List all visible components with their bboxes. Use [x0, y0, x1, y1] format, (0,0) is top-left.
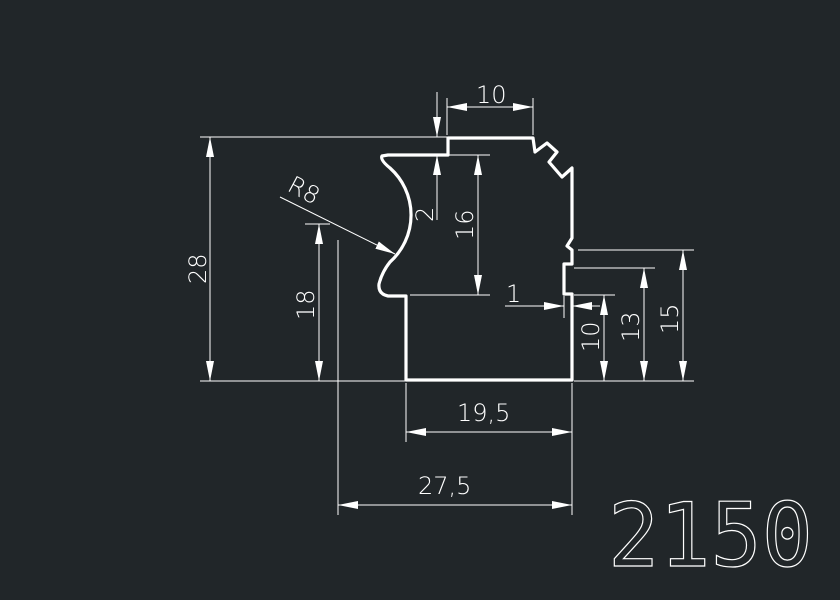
dim-label-gap: 1 — [506, 280, 521, 308]
dim-label-left-height: 18 — [292, 289, 320, 320]
dim-label-right-mid: 13 — [617, 311, 645, 342]
dim-label-top-width: 10 — [476, 81, 507, 109]
dim-label-total-width: 27,5 — [418, 472, 471, 500]
dim-label-step: 2 — [411, 207, 439, 222]
dim-label-radius: R8 — [283, 171, 324, 211]
dim-line-radius — [279, 196, 396, 255]
part-number: 2150 — [608, 484, 813, 587]
dim-label-right-low: 10 — [577, 321, 605, 352]
dim-label-inner-height: 16 — [451, 209, 479, 240]
profile-outline — [377, 136, 574, 382]
dim-label-right-high: 15 — [656, 303, 684, 334]
dim-label-total-height: 28 — [184, 253, 212, 284]
dim-label-base-width: 19,5 — [457, 399, 510, 427]
